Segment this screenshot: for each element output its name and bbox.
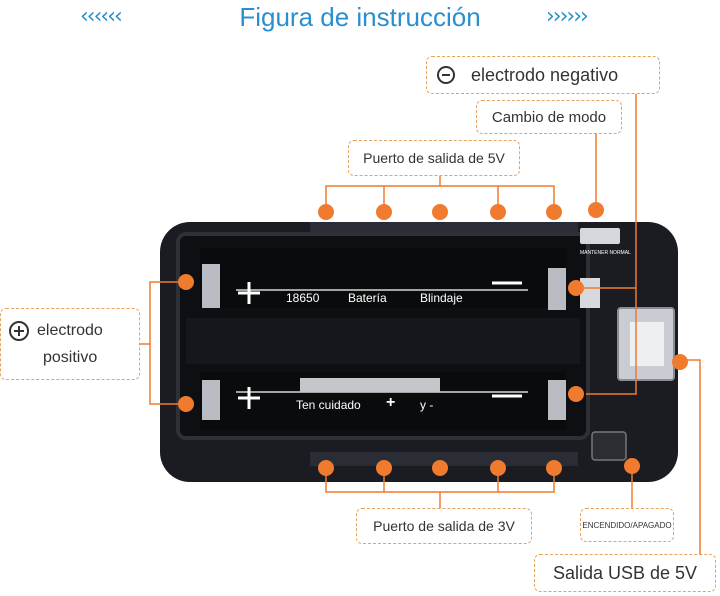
label-mode-change: Cambio de modo [476,100,622,134]
silk-battery: Batería [348,291,387,305]
label-positive-electrode-line2: positivo [43,349,98,366]
silk-plus-top-icon [238,282,260,304]
contact-right-top [548,268,566,310]
silk-plus-bottom-icon [238,387,260,409]
contact-left-top [202,264,220,308]
page-title: Figura de instrucción [239,2,481,32]
silk-careful: Ten cuidado [296,398,361,412]
label-output-5v: Puerto de salida de 5V [348,140,520,176]
label-negative-electrode-text: electrodo negativo [471,64,619,85]
usb-port-inner [630,322,664,366]
ic-chip [300,378,440,392]
silk-shield: Blindaje [420,291,463,305]
bottom-header-strip [310,452,578,466]
silk-mode-text: MANTENER NORMAL [580,250,631,256]
mode-switch [580,228,620,244]
silk-and-minus: y - [420,398,434,412]
label-power-switch: ENCENDIDO/APAGADO [580,508,674,542]
left-chevrons-icon: ‹‹‹‹‹‹ [80,4,123,29]
contact-right-bottom [548,380,566,420]
battery-slot-top [200,248,566,308]
label-positive-electrode: electrodo positivo [0,308,140,380]
pad-right-top [580,278,600,308]
leader-lines [140,94,701,556]
label-output-3v: Puerto de salida de 3V [356,508,532,544]
right-chevrons-icon: ›››››› [546,4,589,29]
circle-minus-icon [437,66,455,84]
silk-plus-text: + [386,394,396,411]
contact-left-bottom [202,380,220,420]
callout-dots [178,202,688,476]
holder-divider [186,318,580,364]
label-usb-output: Salida USB de 5V [534,554,716,592]
circle-plus-icon [9,321,29,341]
label-negative-electrode: electrodo negativo [426,56,660,94]
label-positive-electrode-line1: electrodo [37,322,103,339]
silk-cell-type: 18650 [286,291,320,305]
power-button [591,431,627,461]
